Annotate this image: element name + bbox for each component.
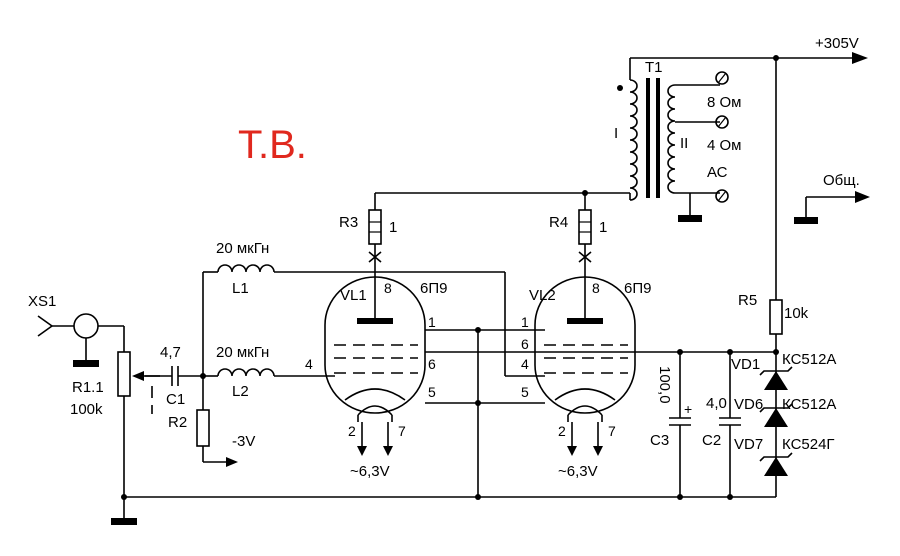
tube-vl2: VL2 6П9 8 1 6 4 5 2 7 ~6,3V — [521, 276, 651, 480]
vd6-name: VD6 — [734, 396, 763, 413]
vl2-pin-5: 5 — [521, 384, 529, 400]
vl1-pin-1: 1 — [428, 314, 436, 330]
main-ground-icon — [111, 518, 137, 525]
transformer-t1: T1 I II 8 Ом 4 Ом АС — [614, 58, 742, 222]
terminal-4-ohm-icon — [715, 115, 729, 129]
vl2-pin-8: 8 — [592, 280, 600, 296]
vd1-name: VD1 — [731, 356, 760, 373]
vl1-pin-8: 8 — [384, 280, 392, 296]
vl1-heater-label: ~6,3V — [350, 463, 390, 480]
c3-polarity: + — [684, 401, 692, 417]
resistor-r4: R4 1 — [549, 209, 607, 320]
c2-value: 4,0 — [706, 395, 727, 412]
vl2-name: VL2 — [529, 287, 556, 304]
xs1-label: XS1 — [28, 293, 56, 310]
vd1-type: КС512А — [782, 351, 836, 368]
inter-tube-wiring — [425, 272, 776, 500]
tap-8-ohm-label: 8 Ом — [707, 94, 742, 111]
common-ground-icon — [794, 217, 818, 224]
input-ground-icon — [73, 360, 99, 367]
vl1-name: VL1 — [340, 287, 367, 304]
common-output: Общ. — [794, 172, 870, 224]
r3-value: 1 — [389, 219, 397, 236]
vl1-pin-7: 7 — [398, 423, 406, 439]
r1-name: R1.1 — [72, 379, 104, 396]
potentiometer-r1 — [117, 351, 131, 397]
supply-voltage-label: +305V — [815, 35, 859, 52]
terminal-common-icon — [715, 189, 729, 203]
input-jack-icon — [37, 313, 124, 367]
r4-value: 1 — [599, 219, 607, 236]
vl1-pin-4: 4 — [305, 356, 313, 372]
supply-rail: +305V — [630, 35, 868, 300]
secondary-winding-label: II — [680, 135, 688, 152]
vl1-pin-5: 5 — [428, 384, 436, 400]
l1-value: 20 мкГн — [216, 240, 269, 257]
capacitor-c1: 4,7 C1 — [145, 344, 203, 408]
zener-chain: VD1 КС512А VD6 КС512А VD7 КС524Г — [731, 349, 836, 497]
capacitor-c3: + C3 100,0 — [650, 349, 692, 497]
bias-voltage-label: -3V — [232, 433, 255, 450]
vl1-type: 6П9 — [420, 280, 447, 297]
vd6-type: КС512А — [782, 396, 836, 413]
primary-phase-dot-icon — [617, 85, 623, 91]
choke-l2: 20 мкГн L2 — [203, 344, 335, 400]
watermark-initials: Т.В. — [238, 123, 307, 167]
vl2-type: 6П9 — [624, 280, 651, 297]
c1-value: 4,7 — [160, 344, 181, 361]
vl2-pin-4: 4 — [521, 356, 529, 372]
zener-vd1-icon — [759, 366, 793, 390]
vd7-type: КС524Г — [782, 436, 835, 453]
r3-name: R3 — [339, 214, 358, 231]
vl1-pin-2: 2 — [348, 423, 356, 439]
wiper-arrow-icon — [132, 371, 144, 381]
resistor-r2: R2 -3V — [168, 409, 255, 467]
resistor-r5: R5 10k — [738, 292, 809, 352]
zener-vd7-icon — [759, 452, 793, 476]
common-label: Общ. — [823, 172, 860, 189]
tap-4-ohm-label: 4 Ом — [707, 137, 742, 154]
input-section: XS1 R1.1 100k — [28, 293, 160, 497]
vl1-pin-6: 6 — [428, 356, 436, 372]
secondary-ground-icon — [678, 215, 702, 222]
r2-name: R2 — [168, 414, 187, 431]
choke-l1: 20 мкГн L1 — [203, 240, 505, 297]
tube-vl1: VL1 6П9 8 1 6 4 5 2 7 ~6,3V — [305, 276, 447, 480]
r4-name: R4 — [549, 214, 568, 231]
vl2-heater-label: ~6,3V — [558, 463, 598, 480]
vl2-pin-7: 7 — [608, 423, 616, 439]
terminal-8-ohm-icon — [715, 71, 729, 85]
c2-name: C2 — [702, 432, 721, 449]
primary-winding-label: I — [614, 125, 618, 142]
resistor-r3: R3 1 — [339, 209, 397, 320]
r5-name: R5 — [738, 292, 757, 309]
ground-bus — [111, 494, 776, 525]
c3-name: C3 — [650, 432, 669, 449]
r5-value: 10k — [784, 305, 809, 322]
r1-value: 100k — [70, 401, 103, 418]
vl2-pin-2: 2 — [558, 423, 566, 439]
vl2-pin-1: 1 — [521, 314, 529, 330]
speaker-output-label: АС — [707, 164, 728, 181]
l2-name: L2 — [232, 383, 249, 400]
l2-value: 20 мкГн — [216, 344, 269, 361]
zener-vd6-icon — [759, 403, 793, 427]
transformer-name: T1 — [645, 59, 663, 76]
l1-name: L1 — [232, 280, 249, 297]
c3-value: 100,0 — [656, 366, 673, 404]
vd7-name: VD7 — [734, 436, 763, 453]
c1-name: C1 — [166, 391, 185, 408]
vl2-pin-6: 6 — [521, 336, 529, 352]
capacitor-c2: C2 4,0 — [702, 349, 741, 497]
plate-bus — [374, 190, 630, 210]
